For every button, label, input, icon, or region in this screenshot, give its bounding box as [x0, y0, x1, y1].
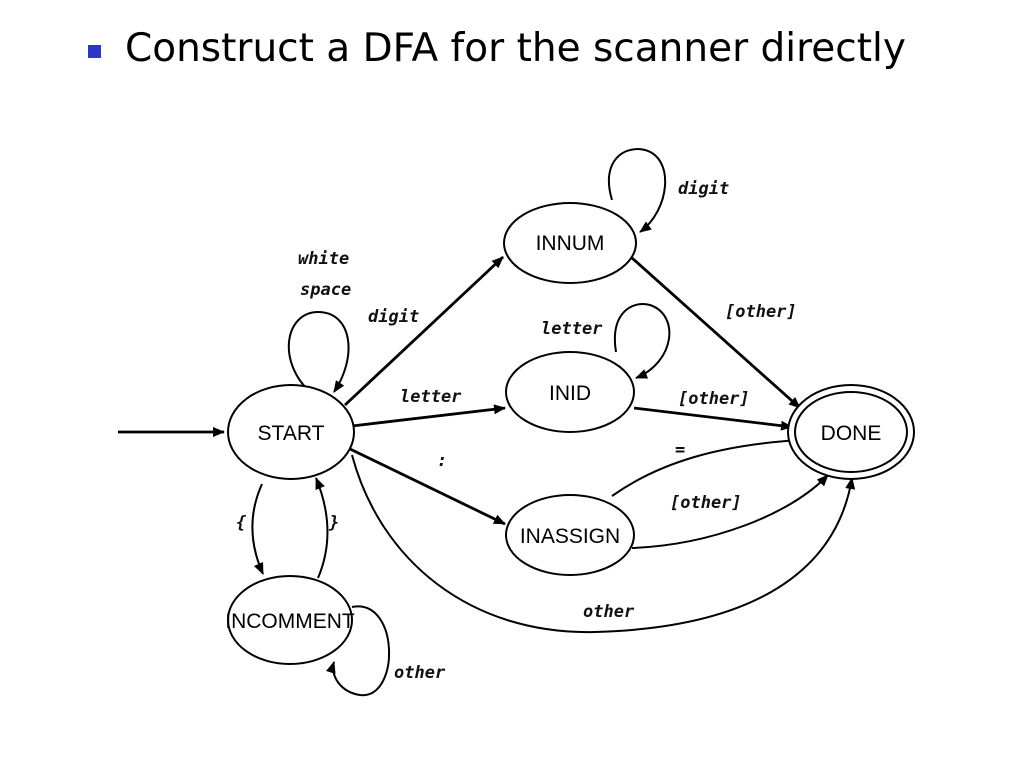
state-innum: INNUM [503, 202, 637, 284]
inid-letter-loop [613, 303, 671, 379]
label-other-start: other [583, 602, 635, 622]
label-inassign-other: [other] [670, 493, 742, 513]
state-inid: INID [505, 351, 635, 433]
label-equals: = [675, 440, 685, 460]
edge-start-incomment [251, 483, 264, 575]
label-white: white [298, 249, 349, 269]
state-inassign-label: INASSIGN [520, 525, 620, 548]
label-digit-loop: digit [678, 179, 729, 199]
edge-start-innum [344, 255, 504, 407]
label-colon: : [437, 451, 447, 471]
label-digit-start: digit [368, 307, 419, 327]
edge-inid-done [633, 406, 793, 431]
label-comment-other: other [394, 663, 446, 683]
state-innum-label: INNUM [536, 232, 605, 255]
edge-start-inid [351, 404, 506, 428]
state-done: DONE [787, 384, 915, 480]
state-inassign: INASSIGN [505, 494, 635, 576]
label-innum-other: [other] [725, 302, 797, 322]
label-space: space [300, 280, 351, 300]
label-letter-loop: letter [541, 319, 603, 339]
state-done-label: DONE [821, 422, 882, 445]
incomment-other-loop [325, 605, 390, 697]
edge-start-inassign [347, 446, 506, 526]
start-whitespace-loop [287, 310, 350, 393]
edge-innum-done [631, 256, 801, 410]
label-lbrace: { [236, 513, 247, 533]
title-text: Construct a DFA for the scanner directly [125, 26, 906, 71]
state-incomment-label: INCOMMENT [225, 610, 355, 633]
bullet-icon [88, 45, 101, 58]
state-inid-label: INID [549, 382, 591, 405]
innum-digit-loop [607, 148, 667, 233]
label-inid-other: [other] [678, 389, 750, 409]
edge-inassign-done-eq [611, 435, 801, 497]
label-letter-start: letter [400, 387, 462, 407]
edge-incomment-start [315, 477, 329, 579]
edge-start-done-other [351, 454, 856, 634]
edge-inassign-done-other [631, 474, 829, 549]
slide-title: Construct a DFA for the scanner directly [88, 26, 906, 71]
state-start-label: START [258, 422, 325, 445]
label-rbrace: } [328, 513, 339, 533]
state-start: START [227, 384, 355, 480]
state-incomment: INCOMMENT [225, 575, 355, 665]
